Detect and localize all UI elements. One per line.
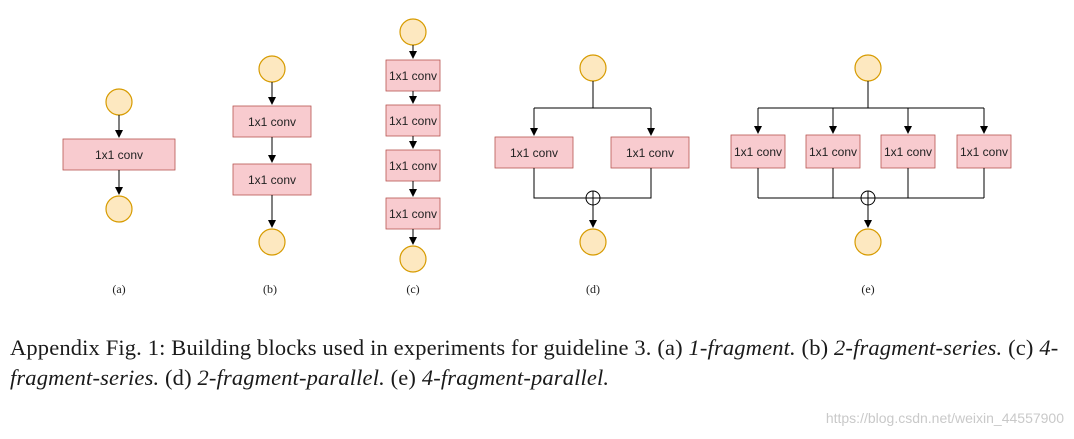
conv-block [385,149,441,182]
input-node [579,54,607,82]
conv-block [610,136,690,169]
conv-block [232,105,312,138]
panel-d: 1x1 conv 1x1 conv (d) [494,54,690,296]
caption-c-name: 4-fragment-series. [10,335,1059,390]
watermark: https://blog.csdn.net/weixin_44557900 [825,410,1064,426]
panel-e: 1x1 conv 1x1 conv 1x1 conv 1x1 conv (e) [730,54,1012,296]
conv-block [232,163,312,196]
conv-block [805,134,861,169]
caption-b-name: 2-fragment-series. [834,335,1003,360]
edge [600,168,652,199]
conv-label: 1x1 conv [884,145,932,159]
output-node [854,228,882,256]
conv-block [385,59,441,92]
conv-label: 1x1 conv [95,148,143,162]
caption-b-tag: (b) [795,335,835,360]
caption-a-tag: (a) [657,335,689,360]
conv-label: 1x1 conv [960,145,1008,159]
conv-label: 1x1 conv [389,159,437,173]
edge [533,168,586,199]
conv-label: 1x1 conv [389,69,437,83]
input-node [258,55,286,83]
conv-block [62,138,176,171]
caption-d-tag: (d) [159,365,198,390]
input-node [399,18,427,46]
conv-block [494,136,574,169]
conv-label: 1x1 conv [734,145,782,159]
conv-label: 1x1 conv [626,146,674,160]
conv-label: 1x1 conv [248,173,296,187]
sum-node [585,190,601,206]
caption-d-name: 2-fragment-parallel. [197,365,385,390]
panel-a: 1x1 conv (a) [62,88,176,296]
conv-block [385,104,441,137]
panel-label: (b) [263,282,277,296]
caption-e-tag: (e) [384,365,422,390]
input-node [854,54,882,82]
panel-label: (d) [586,282,600,296]
output-node [579,228,607,256]
panel-label: (a) [112,282,125,296]
conv-block [880,134,936,169]
panel-label: (e) [861,282,874,296]
conv-label: 1x1 conv [389,114,437,128]
input-node [105,88,133,116]
caption-prefix: Appendix Fig. 1: Building blocks used in… [10,335,658,360]
conv-block [385,197,441,230]
output-node [399,245,427,273]
conv-label: 1x1 conv [809,145,857,159]
caption-c-tag: (c) [1002,335,1040,360]
panel-label: (c) [406,282,419,296]
conv-label: 1x1 conv [510,146,558,160]
conv-block [730,134,786,169]
output-node [258,228,286,256]
conv-label: 1x1 conv [248,115,296,129]
caption-a-name: 1-fragment. [688,335,796,360]
figure-caption: Appendix Fig. 1: Building blocks used in… [10,333,1068,393]
conv-label: 1x1 conv [389,207,437,221]
caption-e-name: 4-fragment-parallel. [421,365,610,390]
output-node [105,195,133,223]
panel-b: 1x1 conv 1x1 conv (b) [232,55,312,296]
sum-node [860,190,876,206]
panel-c: 1x1 conv 1x1 conv 1x1 conv 1x1 conv (c) [385,18,441,296]
